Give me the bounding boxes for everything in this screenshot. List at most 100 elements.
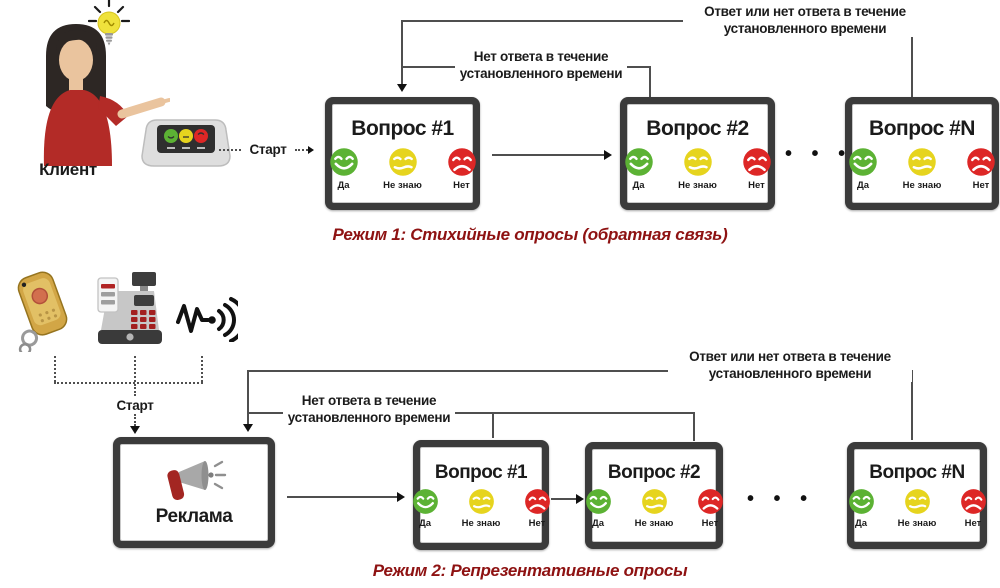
- tablet-advert: Реклама: [113, 437, 275, 548]
- tablet-screen: Реклама: [120, 444, 268, 541]
- mode2-arrowhead-q1-q2: [576, 494, 584, 504]
- tablet-question-1-mode1: Вопрос #1 Да Не знаю Нет: [325, 97, 480, 210]
- answer-yes-label: Да: [856, 179, 870, 191]
- mode1-no-answer-drop: [649, 66, 651, 98]
- question-title: Вопрос #1: [351, 116, 454, 140]
- mode1-return-arrowhead: [397, 84, 407, 92]
- smiley-happy-icon: [848, 488, 875, 515]
- question-title: Вопрос #N: [869, 116, 975, 140]
- smiley-happy-icon: [585, 488, 612, 515]
- smiley-happy-icon: [412, 488, 439, 515]
- tablet-screen: Вопрос #1 Да Не знаю Нет: [420, 447, 542, 543]
- mode2-arrow-ad-q1: [287, 496, 397, 498]
- client-label: Клиент: [39, 160, 97, 179]
- mode1-return-line: [401, 20, 913, 22]
- answer-no-label: Нет: [964, 518, 982, 529]
- question-title: Вопрос #2: [607, 462, 701, 483]
- tablet-question-2-mode2: Вопрос #2 Да Не знаю Нет: [585, 442, 723, 549]
- smiley-sad-icon: [960, 488, 987, 515]
- megaphone-icon: [167, 460, 227, 500]
- start-label-mode2: Старт: [106, 397, 164, 414]
- smiley-neutral-icon: [683, 147, 713, 177]
- mode2-return-arrowhead: [243, 424, 253, 432]
- mode1-ellipsis: • • •: [785, 143, 853, 165]
- smiley-neutral-icon: [468, 488, 495, 515]
- mode2-return-line: [247, 370, 913, 372]
- mode2-no-answer-drop-q1: [492, 412, 494, 438]
- answer-maybe-label: Не знаю: [678, 179, 717, 191]
- tablet-screen: Вопрос #N Да Не знаю Нет: [854, 449, 980, 542]
- smiley-sad-icon: [742, 147, 772, 177]
- mode1-return-rise-right: [911, 20, 913, 98]
- tablet-screen: Вопрос #1 Да Не знаю Нет: [332, 104, 473, 203]
- smiley-sad-icon: [966, 147, 996, 177]
- advert-title: Реклама: [155, 505, 233, 527]
- question-title: Вопрос #2: [646, 116, 749, 140]
- smiley-neutral-icon: [388, 147, 418, 177]
- question-title: Вопрос #N: [869, 462, 965, 483]
- tablet-screen: Вопрос #N Да Не знаю Нет: [852, 104, 992, 203]
- mode2-return-rise-right: [911, 370, 913, 440]
- mode1-caption: Режим 1: Стихийные опросы (обратная связ…: [332, 225, 728, 244]
- mode2-answer-or-no-label: Ответ или нет ответа в течение установле…: [668, 348, 912, 382]
- answer-yes-label: Да: [337, 179, 350, 191]
- smiley-sad-icon: [524, 488, 551, 515]
- smiley-happy-icon: [329, 147, 359, 177]
- mode2-ellipsis: • • •: [747, 488, 815, 510]
- mode2-arrow-q1-q2: [551, 498, 576, 500]
- sound-signal-icon: [176, 297, 238, 342]
- smiley-sad-icon: [447, 147, 477, 177]
- trigger-drop-register: [134, 356, 136, 382]
- start-label-mode1: Старт: [243, 141, 293, 158]
- trigger-drop-sound: [201, 356, 203, 382]
- tablet-question-n-mode2: Вопрос #N Да Не знаю Нет: [847, 442, 987, 549]
- answer-no-label: Нет: [453, 179, 470, 191]
- smiley-neutral-icon: [904, 488, 931, 515]
- tablet-screen: Вопрос #2 Да Не знаю Нет: [592, 449, 716, 542]
- cash-register-icon: [97, 272, 162, 344]
- answer-yes-label: Да: [854, 518, 868, 529]
- answer-maybe-label: Не знаю: [461, 517, 501, 529]
- mode1-no-answer-label: Нет ответа в течение установленного врем…: [455, 48, 627, 82]
- mode1-arrow-q1-q2: [492, 154, 604, 156]
- smiley-happy-icon: [848, 147, 878, 177]
- mode1-return-drop-left: [401, 20, 403, 85]
- question-title: Вопрос #1: [434, 461, 528, 483]
- answer-no-label: Нет: [701, 518, 719, 529]
- smiley-happy-icon: [624, 147, 654, 177]
- answer-yes-label: Да: [632, 179, 645, 191]
- trigger-stem-bottom: [134, 414, 136, 426]
- answer-maybe-label: Не знаю: [383, 179, 422, 191]
- answer-maybe-label: Не знаю: [902, 179, 942, 191]
- tablet-question-1-mode2: Вопрос #1 Да Не знаю Нет: [413, 440, 549, 550]
- client-person-illustration: [43, 24, 170, 166]
- mode2-caption: Режим 2: Репрезентативные опросы: [372, 561, 688, 580]
- feedback-device-illustration: [141, 119, 231, 167]
- mode2-arrowhead-ad-q1: [397, 492, 405, 502]
- start-arrowhead-mode2: [130, 426, 140, 434]
- answer-no-label: Нет: [972, 179, 990, 191]
- answer-maybe-label: Не знаю: [897, 518, 937, 529]
- mode2-no-answer-line: [247, 412, 695, 414]
- answer-no-label: Нет: [528, 517, 546, 529]
- tablet-question-n-mode1: Вопрос #N Да Не знаю Нет: [845, 97, 999, 210]
- mode1-answer-or-no-label: Ответ или нет ответа в течение установле…: [683, 3, 927, 37]
- answer-no-label: Нет: [748, 179, 765, 191]
- mode2-return-drop-left: [247, 370, 249, 425]
- answer-maybe-label: Не знаю: [634, 518, 674, 529]
- trigger-drop-remote: [54, 356, 56, 382]
- remote-keyfob-icon: [17, 271, 68, 352]
- smiley-neutral-icon: [641, 488, 668, 515]
- trigger-bus-line: [54, 382, 203, 384]
- tablet-question-2-mode1: Вопрос #2 Да Не знаю Нет: [620, 97, 775, 210]
- mode1-arrowhead-q1-q2: [604, 150, 612, 160]
- start-arrowhead-mode1: [308, 146, 314, 154]
- answer-yes-label: Да: [591, 518, 605, 529]
- start-dotted-line-right: [295, 149, 308, 151]
- tablet-screen: Вопрос #2 Да Не знаю Нет: [627, 104, 768, 203]
- start-dotted-line-left: [219, 149, 241, 151]
- smiley-neutral-icon: [907, 147, 937, 177]
- mode2-no-answer-label: Нет ответа в течение установленного врем…: [283, 392, 455, 426]
- trigger-stem-top: [134, 384, 136, 396]
